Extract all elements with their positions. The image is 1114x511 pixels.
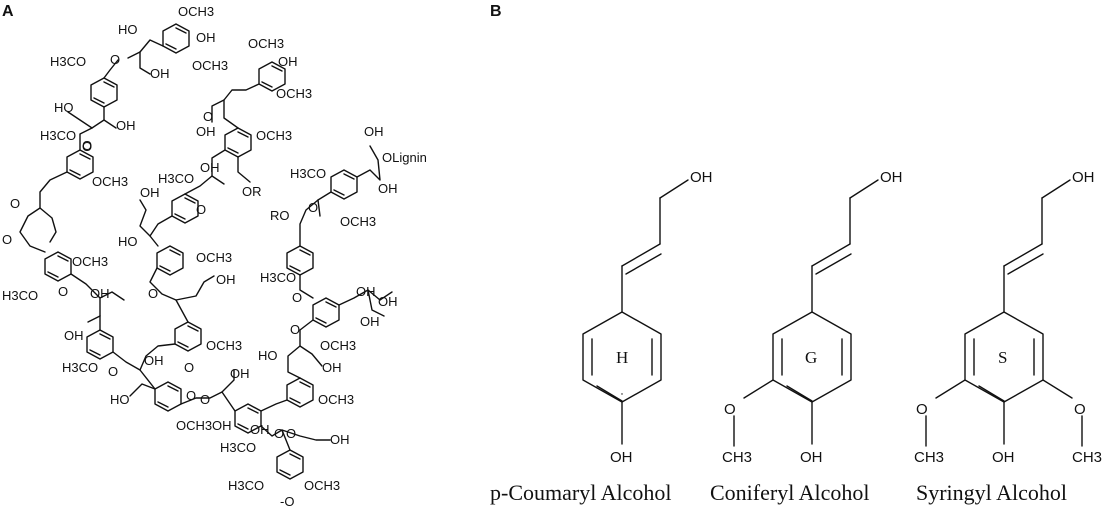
syringyl-left-methyl: CH3 [914, 449, 944, 466]
label-oh-8: OH [364, 124, 384, 139]
label-och3-3: OCH3 [248, 36, 284, 51]
label-o-17: O [274, 426, 284, 441]
lignin-ring-double-bonds [47, 27, 355, 476]
label-och3-13: OCH3 [176, 418, 212, 433]
label-oh-13: OH [378, 294, 398, 309]
lignin-atom-labels: HO OCH3 OH OCH3 H3CO O OH OCH3 OH OCH3 H… [2, 4, 427, 509]
coumaryl-name: p-Coumaryl Alcohol [490, 480, 671, 505]
label-och3-9: OCH3 [72, 254, 108, 269]
label-o-16: O [186, 388, 196, 403]
label-oh-21: OH [330, 432, 350, 447]
label-och3-8: OCH3 [340, 214, 376, 229]
label-oh-20: OH [250, 422, 270, 437]
label-o-9: O [148, 286, 158, 301]
label-or-1: OR [242, 184, 262, 199]
coniferyl-bottom-oh: OH [800, 449, 823, 466]
label-och3-2: OCH3 [192, 58, 228, 73]
label-h3co-8: H3CO [220, 440, 256, 455]
label-och3-4: OCH3 [276, 86, 312, 101]
label-o-8: O [308, 200, 318, 215]
syringyl-right-methoxy-o: O [1074, 401, 1086, 418]
label-oh-16: OH [322, 360, 342, 375]
label-o-6: O [10, 196, 20, 211]
label-och3-11: OCH3 [206, 338, 242, 353]
label-o-10: O [58, 284, 68, 299]
label-ho-3: HO [118, 234, 138, 249]
label-ho-2: HO [54, 100, 74, 115]
label-o-18: O [286, 426, 296, 441]
syringyl-right-methyl: CH3 [1072, 449, 1102, 466]
label-oh-5: OH [196, 124, 216, 139]
lignin-linkages [19, 39, 393, 451]
label-o-3: O [203, 109, 213, 124]
ring-label-g: G [805, 348, 817, 367]
ring-label-h: H [616, 348, 628, 367]
label-och3-5: OCH3 [256, 128, 292, 143]
label-o-11: O [292, 290, 302, 305]
panel-label-b: B [490, 3, 502, 20]
syringyl-left-methoxy-o: O [916, 401, 928, 418]
ring-label-s: S [998, 348, 1007, 367]
label-h3co-7: H3CO [62, 360, 98, 375]
label-ro-1: RO [270, 208, 290, 223]
label-h3co-1: H3CO [50, 54, 86, 69]
label-oh-2: OH [150, 66, 170, 81]
label-oh-18: OH [230, 366, 250, 381]
label-oh-7: OH [200, 160, 220, 175]
label-oh-4: OH [116, 118, 136, 133]
label-och3-1: OCH3 [178, 4, 214, 19]
label-olignin: OLignin [382, 150, 427, 165]
label-oh-17: OH [144, 353, 164, 368]
label-o-15: O [200, 392, 210, 407]
label-oh-3: OH [278, 54, 298, 69]
label-oh-15: OH [64, 328, 84, 343]
label-och3-6: OCH3 [92, 174, 128, 189]
label-och3-10: OCH3 [320, 338, 356, 353]
label-ho-1: HO [118, 22, 138, 37]
label-o-13: O [108, 364, 118, 379]
label-ho-4: HO [258, 348, 278, 363]
monomer-p-coumaryl: H OH OH p-Coumaryl Alcohol [490, 169, 713, 505]
syringyl-top-oh: OH [1072, 169, 1095, 186]
coniferyl-name: Coniferyl Alcohol [710, 480, 869, 505]
label-h3co-9: H3CO [228, 478, 264, 493]
monomer-coniferyl: G OH OH O CH3 Coniferyl Alcohol [710, 169, 903, 505]
coumaryl-top-oh: OH [690, 169, 713, 186]
coniferyl-methoxy-o: O [724, 401, 736, 418]
label-oh-1: OH [196, 30, 216, 45]
label-ho-5: HO [110, 392, 130, 407]
label-o-4: O [82, 139, 92, 154]
label-oh-11: OH [90, 286, 110, 301]
coniferyl-top-oh: OH [880, 169, 903, 186]
syringyl-bottom-oh: OH [992, 449, 1015, 466]
label-och3-14: OCH3 [304, 478, 340, 493]
coniferyl-methyl: CH3 [722, 449, 752, 466]
label-h3co-4: H3CO [290, 166, 326, 181]
label-o-1: O [110, 52, 120, 67]
panel-label-a: A [2, 3, 14, 20]
label-o-minus: -O [280, 494, 294, 509]
label-h3co-3: H3CO [158, 171, 194, 186]
label-oh-14: OH [360, 314, 380, 329]
label-oh-12: OH [356, 284, 376, 299]
label-o-14: O [184, 360, 194, 375]
monomer-syringyl: S OH OH O CH3 O CH3 Syringyl Alcohol [914, 169, 1102, 505]
syringyl-name: Syringyl Alcohol [916, 480, 1067, 505]
label-oh-6: OH [140, 185, 160, 200]
label-h3co-5: H3CO [2, 288, 38, 303]
label-oh-10: OH [216, 272, 236, 287]
label-och3-12: OCH3 [318, 392, 354, 407]
label-h3co-2: H3CO [40, 128, 76, 143]
label-o-2: O [82, 138, 92, 153]
label-o-7: O [2, 232, 12, 247]
label-o-5: O [196, 202, 206, 217]
lignin-polymer-structure: HO OCH3 OH OCH3 H3CO O OH OCH3 OH OCH3 H… [2, 4, 427, 509]
label-h3co-6: H3CO [260, 270, 296, 285]
label-o-12: O [290, 322, 300, 337]
label-oh-9: OH [378, 181, 398, 196]
label-oh-19: OH [212, 418, 232, 433]
coumaryl-bottom-oh: OH [610, 449, 633, 466]
label-och3-7: OCH3 [196, 250, 232, 265]
